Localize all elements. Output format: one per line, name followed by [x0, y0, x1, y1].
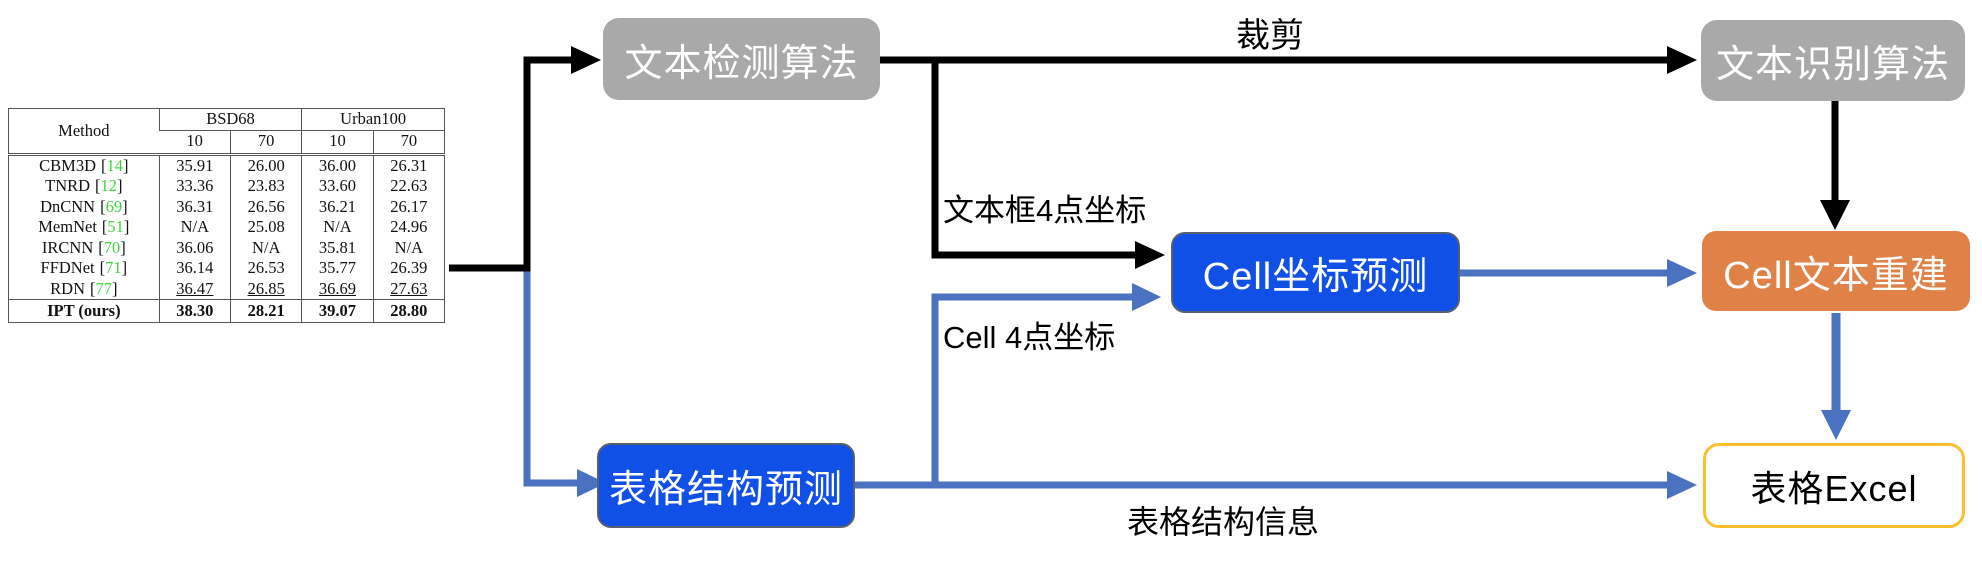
arrow-detection-to-cellcoord-line: [931, 57, 1136, 259]
value-cell: 23.83: [229, 176, 302, 197]
value-cell: 36.47: [158, 278, 231, 300]
arrowhead-into-cellcoord-black: [1135, 241, 1165, 269]
header-urban100: Urban100: [301, 108, 445, 131]
value-cell: 26.53: [229, 258, 302, 279]
value-cell: 28.21: [229, 299, 302, 323]
table-row: TNRD[12] 33.36 23.83 33.60 22.63: [9, 176, 445, 197]
method-cell: FFDNet[71]: [40, 258, 128, 278]
table-subheader-row: 10 70 10 70: [9, 130, 445, 156]
black-edges: [449, 56, 1839, 272]
method-cell: IRCNN[70]: [41, 237, 126, 257]
method-cell: RDN[77]: [50, 278, 118, 298]
method-cell: MemNet[51]: [38, 217, 130, 237]
arrowhead-into-recognition: [1667, 46, 1697, 74]
value-cell: N/A: [229, 237, 302, 258]
value-cell: 36.31: [158, 196, 231, 217]
arrowhead-into-cellcoord-blue: [1132, 283, 1161, 311]
subheader-cell: 70: [372, 130, 445, 156]
edge-label-crop: 裁剪: [1236, 17, 1304, 55]
header-bsd68: BSD68: [158, 108, 302, 131]
value-cell: 35.77: [301, 258, 374, 279]
node-cell-coord-prediction: Cell坐标预测: [1171, 232, 1460, 313]
value-cell: 33.36: [158, 176, 231, 197]
value-cell: 26.00: [229, 154, 302, 176]
subheader-cell: 10: [159, 130, 231, 156]
arrowhead-into-celltext-left: [1667, 259, 1697, 287]
arrowhead-into-excel-top: [1821, 410, 1851, 440]
node-table-excel: 表格Excel: [1703, 443, 1965, 528]
black-arrowheads: [571, 46, 1850, 269]
method-cell: CBM3D[14]: [39, 155, 129, 175]
value-cell: 27.63: [372, 278, 445, 300]
method-cell: DnCNN[69]: [40, 196, 128, 216]
table-row: IRCNN[70] 36.06 N/A 35.81 N/A: [9, 237, 445, 258]
value-cell: 24.96: [372, 217, 445, 238]
table-row: FFDNet[71] 36.14 26.53 35.77 26.39: [9, 258, 445, 279]
subheader-cell: 70: [229, 130, 302, 156]
value-cell: 33.60: [301, 176, 374, 197]
subheader-cell: 10: [301, 130, 374, 156]
arrow-table-to-structure-line: [523, 271, 578, 487]
arrowhead-into-celltext-top: [1820, 200, 1850, 230]
arrowhead-into-structure: [577, 469, 606, 497]
method-cell: IPT (ours): [8, 299, 160, 323]
value-cell: 35.81: [301, 237, 374, 258]
table-header-row: Method BSD68 Urban100: [8, 108, 445, 156]
node-cell-text-reconstruction: Cell文本重建: [1702, 231, 1970, 311]
value-cell: 36.69: [301, 278, 374, 300]
table-row: MemNet[51] N/A 25.08 N/A 24.96: [9, 217, 445, 238]
value-cell: N/A: [372, 237, 445, 258]
arrow-table-to-detection-line: [449, 56, 572, 272]
node-table-structure-prediction: 表格结构预测: [597, 443, 855, 528]
value-cell: 38.30: [158, 299, 231, 323]
value-cell: 26.56: [229, 196, 302, 217]
value-cell: 26.31: [372, 154, 445, 176]
value-cell: 35.91: [158, 154, 231, 176]
value-cell: 39.07: [301, 299, 374, 323]
value-cell: N/A: [301, 217, 374, 238]
arrowhead-into-detection: [571, 46, 601, 74]
value-cell: 25.08: [229, 217, 302, 238]
value-cell: 28.80: [372, 299, 445, 323]
value-cell: 22.63: [372, 176, 445, 197]
edge-label-table-structure-info: 表格结构信息: [1127, 504, 1320, 540]
arrow-structure-to-cellcoord-line: [931, 293, 1134, 485]
header-method: Method: [8, 108, 160, 156]
table-row: DnCNN[69] 36.31 26.56 36.21 26.17: [9, 196, 445, 217]
arrowhead-into-excel-left: [1667, 471, 1697, 499]
results-table: Method BSD68 Urban100 10 70 10 70 CBM3D[…: [8, 108, 445, 323]
blue-edges: [523, 269, 1670, 489]
table-row-ours: IPT (ours) 38.30 28.21 39.07 28.80: [8, 299, 445, 323]
value-cell: 36.00: [301, 154, 374, 176]
value-cell: 26.85: [229, 278, 302, 300]
value-cell: N/A: [158, 217, 231, 238]
value-cell: 26.17: [372, 196, 445, 217]
method-cell: TNRD[12]: [45, 176, 123, 196]
value-cell: 26.39: [372, 258, 445, 279]
value-cell: 36.21: [301, 196, 374, 217]
table-row: RDN[77] 36.47 26.85 36.69 27.63: [9, 278, 445, 300]
blue-arrowheads: [577, 259, 1851, 499]
table-row: CBM3D[14] 35.91 26.00 36.00 26.31: [9, 154, 445, 176]
edge-label-cell-4pt-coords: Cell 4点坐标: [943, 320, 1116, 355]
edge-label-textbox-4pt-coords: 文本框4点坐标: [943, 193, 1147, 228]
node-text-detection: 文本检测算法: [603, 18, 880, 100]
value-cell: 36.14: [158, 258, 231, 279]
node-text-recognition: 文本识别算法: [1701, 20, 1965, 101]
value-cell: 36.06: [158, 237, 231, 258]
